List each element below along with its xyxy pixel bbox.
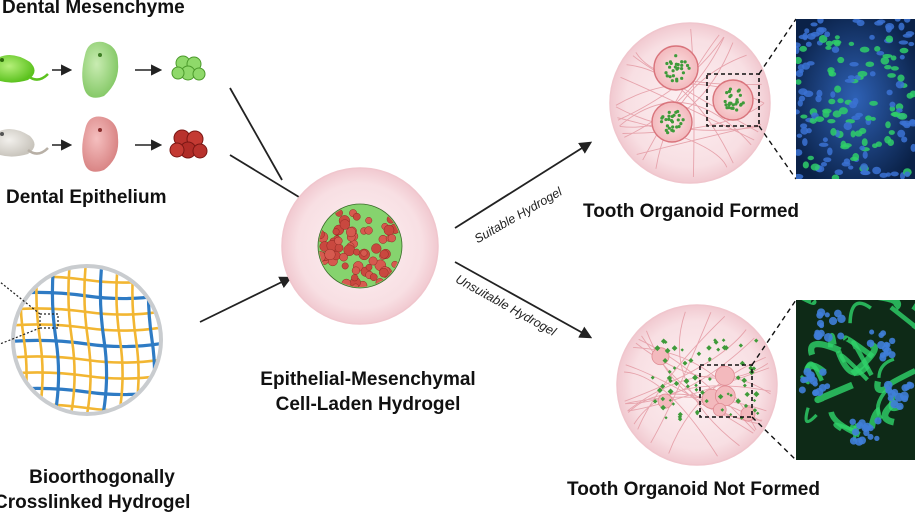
organoid-not-formed-dish-icon bbox=[616, 304, 778, 466]
zoom-line-icon bbox=[758, 18, 797, 180]
cell-laden-label-line1: Epithelial-Mesenchymal bbox=[260, 369, 476, 390]
fluorescence-micrograph-not-formed bbox=[796, 300, 915, 460]
cell-laden-label-line2: Cell-Laden Hydrogel bbox=[275, 394, 461, 415]
organoid-formed-label: Tooth Organoid Formed bbox=[583, 201, 800, 222]
hydrogel-mesh-icon bbox=[11, 264, 163, 416]
epithelium-cell-cluster-icon bbox=[169, 129, 208, 159]
suitable-arrow-icon bbox=[454, 141, 593, 229]
dental-epithelium-label: Dental Epithelium bbox=[6, 187, 167, 208]
green-mouse-icon bbox=[0, 55, 49, 83]
cell-laden-hydrogel-dish-icon bbox=[281, 167, 439, 325]
grey-mouse-icon bbox=[0, 129, 49, 157]
zoom-line-icon bbox=[751, 299, 797, 461]
mesenchyme-cell-cluster-icon bbox=[171, 55, 206, 81]
organoid-not-formed-label: Tooth Organoid Not Formed bbox=[567, 479, 820, 500]
red-embryo-icon bbox=[82, 116, 119, 172]
dental-mesenchyme-label: Dental Mesenchyme bbox=[2, 0, 185, 18]
zoom-callout-icon bbox=[0, 281, 59, 345]
unsuitable-arrow-icon bbox=[454, 261, 593, 339]
organoid-formed-dish-icon bbox=[609, 22, 771, 184]
green-embryo-icon bbox=[82, 41, 119, 98]
hydrogel-label-line2: Crosslinked Hydrogel bbox=[0, 492, 191, 513]
fluorescence-micrograph-formed bbox=[796, 19, 915, 179]
hydrogel-label-line1: Bioorthogonally bbox=[29, 467, 175, 488]
